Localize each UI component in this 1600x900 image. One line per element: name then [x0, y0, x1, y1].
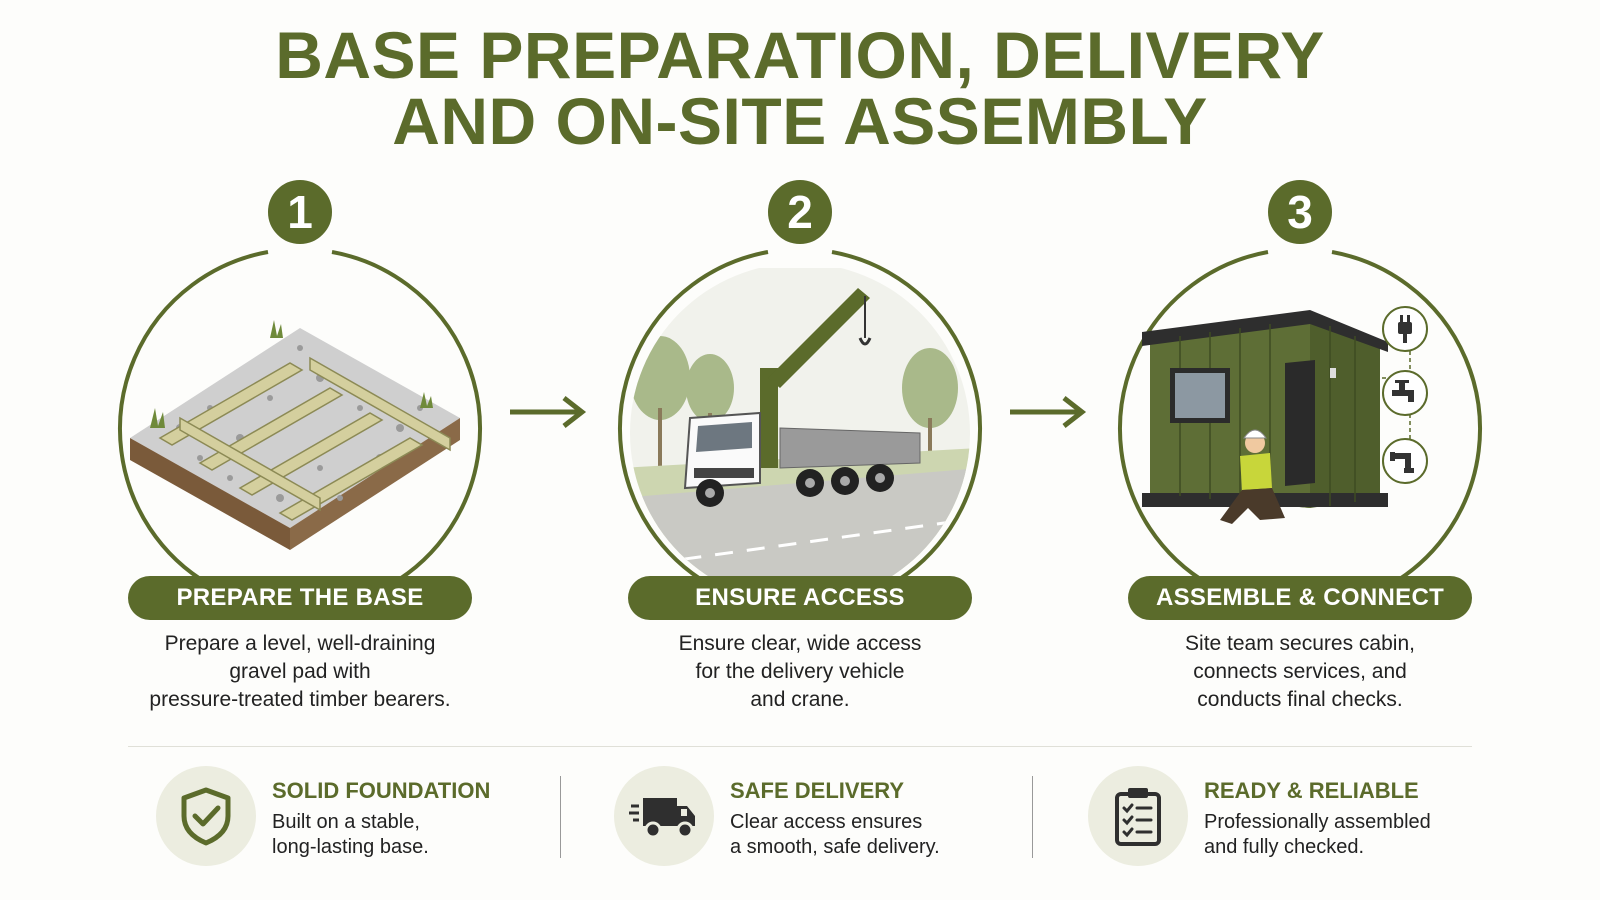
step-label: ENSURE ACCESS: [628, 576, 972, 620]
plug-icon: [1382, 306, 1428, 352]
feature-description-line: and fully checked.: [1204, 836, 1365, 858]
crane-truck-icon: [630, 268, 970, 598]
feature-solid-foundation: SOLID FOUNDATION Built on a stable, long…: [156, 766, 576, 866]
step-description: Ensure clear, wide access for the delive…: [600, 630, 1000, 714]
step-number-badge: 2: [764, 176, 836, 248]
step-assemble-connect: 3 ASSEMBLE & CONNECT Site team secures c…: [1090, 168, 1510, 728]
feature-description-line: Built on a stable,: [272, 811, 420, 833]
feature-title: READY & RELIABLE: [1204, 778, 1419, 803]
step-description-line: gravel pad with: [229, 660, 371, 683]
feature-safe-delivery: SAFE DELIVERY Clear access ensures a smo…: [614, 766, 1034, 866]
clipboard-checklist-icon: [1115, 788, 1161, 846]
feature-description-line: long-lasting base.: [272, 836, 429, 858]
step-description-line: for the delivery vehicle: [695, 660, 905, 683]
feature-title: SOLID FOUNDATION: [272, 778, 491, 803]
arrow-right-icon: [510, 396, 587, 428]
feature-icon-circle: [614, 766, 714, 866]
delivery-truck-icon: [629, 798, 695, 839]
feature-divider: [560, 776, 561, 858]
feature-description-line: Professionally assembled: [1204, 811, 1431, 833]
cabin-with-worker-icon: [1142, 310, 1425, 524]
feature-description-line: a smooth, safe delivery.: [730, 836, 940, 858]
step-description: Site team secures cabin, connects servic…: [1100, 630, 1500, 714]
page-title: BASE PREPARATION, DELIVERY AND ON-SITE A…: [0, 22, 1600, 154]
feature-description-line: Clear access ensures: [730, 811, 923, 833]
section-divider: [128, 746, 1472, 747]
shield-check-icon: [181, 787, 231, 846]
step-description-line: connects services, and: [1193, 660, 1407, 683]
step-ensure-access: 2 ENSURE ACCESS Ensure clear, wide acces…: [590, 168, 1010, 728]
feature-icon-circle: [1088, 766, 1188, 866]
step-description-line: and crane.: [750, 688, 850, 711]
water-tap-icon: [1382, 370, 1428, 416]
step-description-line: conducts final checks.: [1197, 688, 1403, 711]
feature-description: Clear access ensures a smooth, safe deli…: [730, 810, 1030, 860]
drain-pipe-icon: [1382, 438, 1428, 484]
step-description-line: Prepare a level, well-draining: [164, 632, 436, 655]
step-description: Prepare a level, well-draining gravel pa…: [100, 630, 500, 714]
feature-description: Built on a stable, long-lasting base.: [272, 810, 572, 860]
step-prepare-base: 1 PREPARE THE BASE Prepare a level, well…: [90, 168, 510, 728]
step-description-line: Ensure clear, wide access: [678, 632, 922, 655]
step-label: PREPARE THE BASE: [128, 576, 472, 620]
step-number-badge: 3: [1264, 176, 1336, 248]
step-number-badge: 1: [264, 176, 336, 248]
step-description-line: Site team secures cabin,: [1185, 632, 1415, 655]
step-description-line: pressure-treated timber bearers.: [149, 688, 451, 711]
step-label: ASSEMBLE & CONNECT: [1128, 576, 1472, 620]
gravel-pad-timber-bearers-icon: [130, 320, 460, 550]
title-line-2: AND ON-SITE ASSEMBLY: [392, 84, 1208, 158]
arrow-right-icon: [1010, 396, 1087, 428]
feature-title: SAFE DELIVERY: [730, 778, 904, 803]
feature-ready-reliable: READY & RELIABLE Professionally assemble…: [1088, 766, 1508, 866]
feature-divider: [1032, 776, 1033, 858]
feature-icon-circle: [156, 766, 256, 866]
feature-description: Professionally assembled and fully check…: [1204, 810, 1504, 860]
title-line-1: BASE PREPARATION, DELIVERY: [275, 18, 1325, 92]
